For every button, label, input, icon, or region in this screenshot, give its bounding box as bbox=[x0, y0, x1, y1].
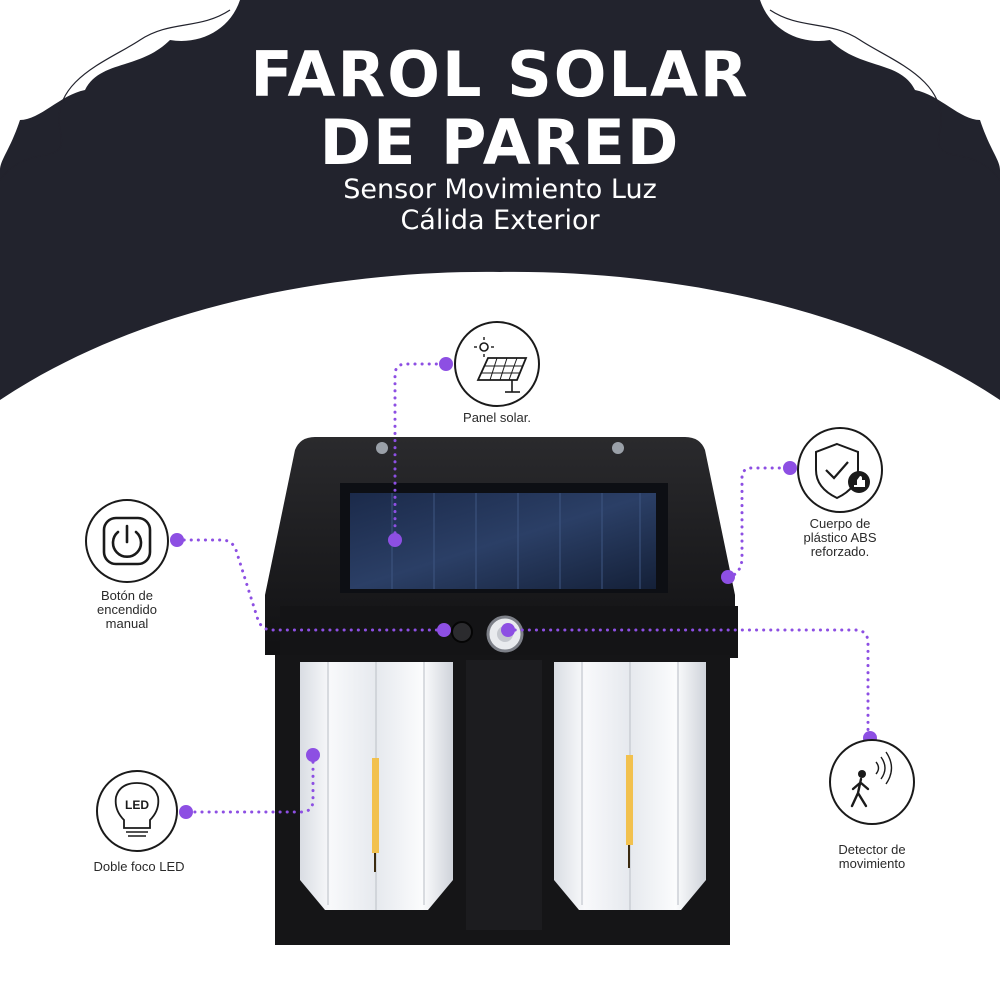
page-title-line1: FAROL SOLAR bbox=[250, 38, 750, 111]
label-solar-panel: Panel solar. bbox=[437, 411, 557, 425]
label-button-line3: manual bbox=[105, 616, 149, 631]
label-body-line2: plástico ABS bbox=[803, 530, 877, 545]
label-body-line1: Cuerpo de bbox=[809, 516, 871, 531]
power-button-icon bbox=[85, 499, 169, 583]
lamp-screw-left bbox=[376, 442, 388, 454]
lamp-screw-right bbox=[612, 442, 624, 454]
page-subtitle-line1: Sensor Movimiento Luz bbox=[343, 174, 657, 205]
label-button-line1: Botón de bbox=[100, 588, 154, 603]
led-bulb-icon bbox=[96, 770, 178, 852]
label-body-line3: reforzado. bbox=[810, 544, 870, 559]
banner-cloud-right bbox=[760, 0, 1000, 170]
label-motion-line2: movimiento bbox=[838, 856, 906, 871]
shield-check-icon bbox=[797, 427, 883, 513]
page-subtitle-line2: Cálida Exterior bbox=[400, 205, 600, 236]
connector-led bbox=[184, 753, 315, 814]
solar-lamp bbox=[265, 437, 738, 945]
power-switch bbox=[451, 621, 473, 643]
label-button-line2: encendido bbox=[97, 602, 157, 617]
motion-sensor-icon bbox=[829, 739, 915, 825]
label-led-line1: Doble foco LED bbox=[93, 859, 185, 874]
led-icon-label: LED bbox=[125, 798, 149, 812]
left-led-filament bbox=[372, 758, 379, 853]
solar-panel-icon bbox=[454, 321, 540, 407]
page-title-line2: DE PARED bbox=[319, 106, 681, 179]
connector-body bbox=[726, 466, 792, 579]
connector-button bbox=[175, 538, 446, 632]
solar-panel-grid bbox=[391, 493, 641, 589]
label-abs-body: Cuerpo de plástico ABS reforzado. bbox=[780, 517, 900, 559]
label-power-button: Botón de encendido manual bbox=[67, 589, 187, 631]
banner-squiggle-right bbox=[769, 9, 1000, 181]
banner-squiggle-left bbox=[0, 9, 231, 181]
connector-motion bbox=[506, 628, 870, 740]
label-motion-line1: Detector de bbox=[838, 842, 906, 857]
callout-dots bbox=[170, 357, 877, 819]
lamp-center-pillar bbox=[466, 660, 542, 930]
label-motion-detector: Detector de movimiento bbox=[812, 843, 932, 871]
header-banner bbox=[0, 0, 1000, 400]
label-led: Doble foco LED bbox=[74, 860, 204, 874]
label-solar-line1: Panel solar. bbox=[463, 410, 531, 425]
right-led-filament bbox=[626, 755, 633, 845]
callout-connectors bbox=[175, 362, 870, 814]
banner-cloud-left bbox=[0, 0, 240, 170]
